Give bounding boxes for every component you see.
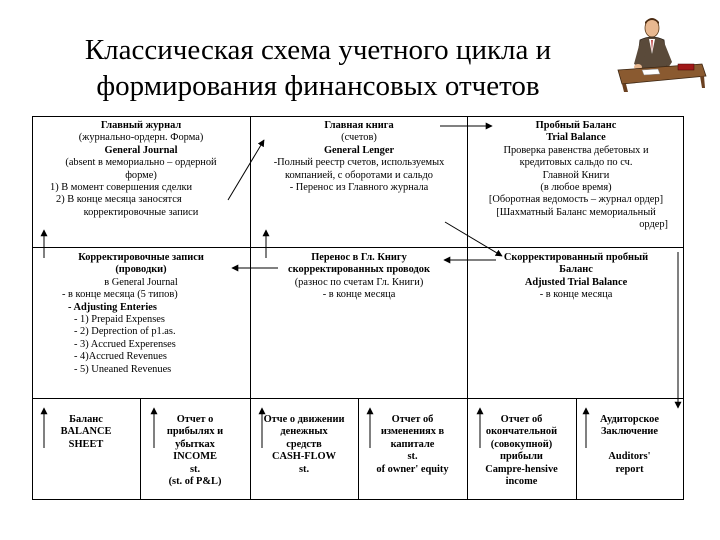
general-journal-note-1: (absent в мемориально – ордерной (65, 157, 217, 169)
trial-balance-en: Trial Balance (546, 132, 606, 144)
ledger-transfer-cell: Перенос в Гл. Книгу скорректированных пр… (253, 252, 465, 302)
statement-line: Баланс (69, 414, 103, 425)
trial-balance-cell: Пробный Баланс Trial Balance Проверка ра… (470, 120, 682, 232)
statement-line: Отчет о (176, 414, 214, 425)
statement-balance-sheet: Баланс BALANCE SHEET (34, 414, 138, 451)
adjusting-entries-heading-2: (проводки) (115, 264, 167, 276)
statement-line: Заключение (600, 426, 659, 438)
adjusted-trial-balance-heading-2: Баланс (559, 264, 593, 276)
statement-line: изменениях в (380, 426, 445, 438)
ledger-transfer-heading-2: скорректированных проводок (288, 264, 430, 276)
statement-line (577, 439, 682, 451)
trial-balance-line-6: [Шахматный Баланс мемориальный (496, 206, 656, 218)
adjusting-entries-line-1: в General Journal (104, 276, 178, 288)
general-ledger-line-1: -Полный реестр счетов, используемых (273, 157, 445, 169)
general-journal-cell: Главный журнал (журнально-ордерн. Форма)… (36, 120, 246, 219)
statement-line: CASH-FLOW (271, 451, 337, 463)
statement-line: st. (407, 451, 418, 463)
general-ledger-cell: Главная книга (счетов) General Lenger -П… (253, 120, 465, 194)
adjusting-entries-item-2: - 2) Deprection of p1.as. (74, 326, 176, 338)
statement-income: Отчет о прибылях и убытках INCOME st. (s… (142, 414, 248, 488)
statement-owner-equity: Отчет об изменениях в капитале st. of ow… (359, 414, 466, 476)
statement-line: прибылях и (166, 426, 224, 438)
trial-balance-line-3: Главной Книги (542, 169, 610, 181)
row-divider-1 (32, 247, 684, 248)
statement-cash-flow: Отче о движении денежных средств CASH-FL… (251, 414, 357, 476)
trial-balance-line-4: (в любое время) (540, 182, 612, 194)
general-ledger-en: General Lenger (323, 144, 395, 156)
statement-line: BALANCE (60, 426, 112, 438)
statement-comprehensive-income: Отчет об окончательной (совокупной) приб… (468, 414, 575, 488)
businessman-at-desk-icon (617, 18, 707, 92)
statement-line: Campre-hensive (485, 463, 558, 475)
general-ledger-heading: Главная книга (324, 120, 394, 131)
statement-line: средств (286, 438, 322, 450)
bottom-divider-2 (250, 398, 251, 500)
statement-line: st. (298, 463, 310, 475)
general-journal-item-2: 2) В конце месяца заносятся (56, 194, 182, 206)
trial-balance-line-5: [Оборотная ведомость – журнал ордер] (488, 194, 664, 206)
bottom-divider-4 (467, 398, 468, 500)
adjusting-entries-item-5: - 5) Uneaned Revenues (74, 363, 172, 375)
bottom-divider-1 (140, 398, 141, 500)
general-ledger-line-3: - Перенос из Главного журнала (289, 182, 429, 194)
col-divider-2 (467, 116, 468, 398)
slide-title: Классическая схема учетного цикла и форм… (28, 32, 608, 104)
adjusted-trial-balance-line-1: - в конце месяца (539, 289, 613, 301)
adjusted-trial-balance-en: Adjusted Trial Balance (524, 276, 628, 288)
general-ledger-line-2: компанией, с оборотами и сальдо (285, 169, 433, 181)
adjusting-entries-cell: Корректировочные записи (проводки) в Gen… (36, 252, 246, 376)
adjusting-entries-heading-1: Корректировочные записи (78, 252, 204, 263)
statement-line: Отчет об (500, 414, 543, 425)
general-journal-item-3: корректировочные записи (83, 206, 199, 218)
trial-balance-line-1: Проверка равенства дебетовых и (503, 144, 649, 156)
ledger-transfer-line-1: (разнос по счетам Гл. Книги) (294, 276, 424, 288)
title-line-2: формирования финансовых отчетов (96, 70, 540, 102)
adjusting-entries-item-3: - 3) Accrued Experenses (74, 338, 176, 350)
statement-line: INCOME (173, 451, 217, 463)
statement-line: прибыли (500, 451, 543, 463)
adjusting-entries-line-2: - в конце месяца (5 типов) (62, 289, 178, 301)
statement-line: Отчет об (391, 414, 434, 425)
ledger-transfer-line-2: - в конце месяца (322, 289, 396, 301)
col-divider-1 (250, 116, 251, 398)
statement-line: Отче о движении (263, 414, 345, 425)
statement-line: report (615, 463, 644, 475)
general-journal-en: General Journal (104, 144, 178, 156)
adjusted-trial-balance-cell: Скорректированный пробный Баланс Adjuste… (470, 252, 682, 302)
adjusting-entries-item-4: - 4)Accrued Revenues (74, 351, 167, 363)
statement-line: SHEET (68, 438, 104, 450)
general-journal-form: (журнально-ордерн. Форма) (78, 132, 204, 144)
statement-line: (st. of P&L) (168, 476, 222, 488)
statement-line: капитале (390, 438, 435, 450)
general-journal-heading: Главный журнал (100, 120, 182, 131)
statement-line: (совокупной) (490, 438, 553, 450)
trial-balance-line-7: ордер] (639, 219, 668, 231)
statement-auditors-report: Аудиторское Заключение Auditors' report (577, 414, 682, 476)
bottom-divider-5 (576, 398, 577, 500)
adjusted-trial-balance-heading-1: Скорректированный пробный (503, 252, 649, 263)
adjusting-entries-line-3: - Adjusting Enteries (68, 301, 157, 313)
statement-line: Аудиторское (600, 414, 659, 425)
ledger-transfer-heading-1: Перенос в Гл. Книгу (311, 252, 407, 263)
statement-line: убытках (175, 438, 215, 450)
general-ledger-sub: (счетов) (341, 132, 377, 144)
title-line-1: Классическая схема учетного цикла и (84, 34, 552, 66)
bottom-divider-3 (358, 398, 359, 500)
statement-line: st. (189, 463, 201, 475)
trial-balance-heading: Пробный Баланс (535, 120, 617, 131)
general-journal-note-2: форме) (125, 169, 157, 181)
statement-line: Auditors' (608, 451, 651, 463)
statement-line: income (505, 476, 538, 488)
adjusting-entries-item-1: - 1) Prepaid Expenses (74, 314, 165, 326)
trial-balance-line-2: кредитовых сальдо по сч. (519, 157, 633, 169)
general-journal-item-1: 1) В момент совершения сделки (50, 182, 193, 194)
statement-line: окончательной (485, 426, 558, 438)
statement-line: of owner' equity (376, 463, 449, 475)
statement-line: денежных (280, 426, 328, 438)
